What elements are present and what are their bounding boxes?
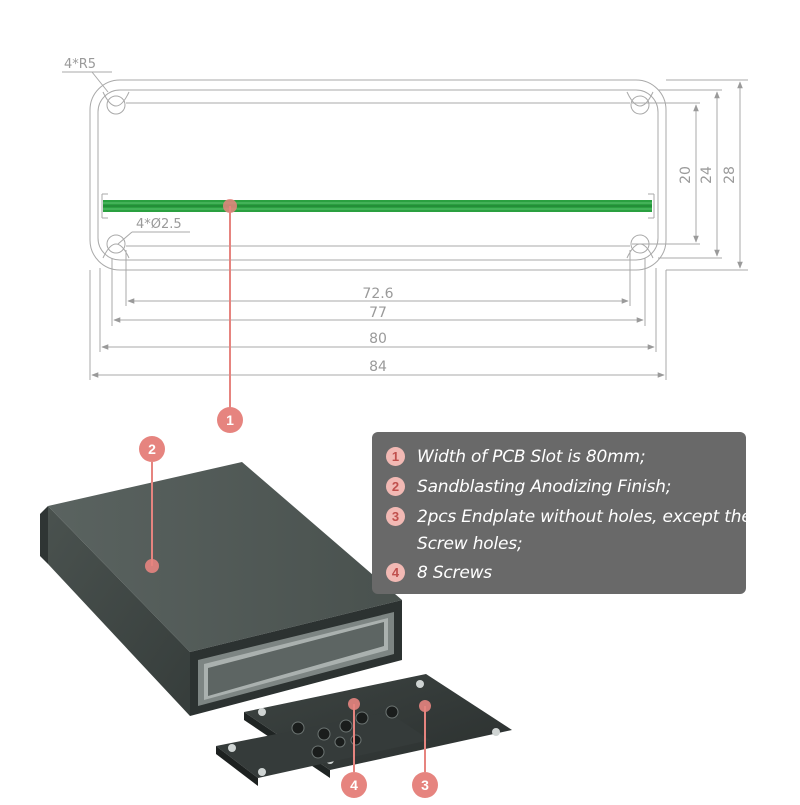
hole-diameter-label: 4*Ø2.5 xyxy=(136,217,182,232)
feature-panel: 1 Width of PCB Slot is 80mm; 2 Sandblast… xyxy=(372,432,752,594)
feature-item-2: 2 Sandblasting Anodizing Finish; xyxy=(386,472,746,502)
enclosure-photo xyxy=(40,462,512,786)
feature-badge-2: 2 xyxy=(386,477,405,496)
feature-text-2: Sandblasting Anodizing Finish; xyxy=(417,477,672,497)
callout-4-number: 4 xyxy=(350,777,358,793)
feature-item-3-continued: Screw holes; xyxy=(386,532,746,558)
callout-4: 4 xyxy=(341,698,367,798)
feature-text-1: Width of PCB Slot is 80mm; xyxy=(417,447,646,467)
callout-1: 1 xyxy=(217,199,243,433)
cross-section-drawing xyxy=(62,71,667,271)
dim-label-84: 84 xyxy=(369,359,387,375)
profile-outline xyxy=(89,79,667,271)
feature-text-4: 8 Screws xyxy=(417,563,492,583)
vertical-dimensions xyxy=(632,79,748,271)
dim-label-20: 20 xyxy=(678,166,694,184)
feature-item-3: 3 2pcs Endplate without holes, except th… xyxy=(386,502,752,532)
callout-3: 3 xyxy=(412,700,438,798)
feature-text-3: 2pcs Endplate without holes, except the xyxy=(417,507,752,527)
feature-item-4: 4 8 Screws xyxy=(386,558,746,588)
callout-2-number: 2 xyxy=(148,441,156,457)
feature-text-3-continued: Screw holes; xyxy=(417,534,523,554)
profile-inner-wall xyxy=(97,89,659,261)
dim-label-24: 24 xyxy=(699,166,715,184)
callout-1-number: 1 xyxy=(226,412,234,428)
feature-badge-1: 1 xyxy=(386,447,405,466)
dim-label-77: 77 xyxy=(369,305,387,321)
callout-3-number: 3 xyxy=(421,777,429,793)
feature-item-1: 1 Width of PCB Slot is 80mm; xyxy=(386,442,746,472)
dim-label-28: 28 xyxy=(722,166,738,184)
dim-label-80: 80 xyxy=(369,331,387,347)
feature-badge-4: 4 xyxy=(386,563,405,582)
callout-2: 2 xyxy=(139,436,165,573)
feature-badge-3: 3 xyxy=(386,507,405,526)
horizontal-dimensions xyxy=(89,250,667,380)
dim-label-72-6: 72.6 xyxy=(362,286,393,302)
corner-radius-label: 4*R5 xyxy=(64,57,96,72)
